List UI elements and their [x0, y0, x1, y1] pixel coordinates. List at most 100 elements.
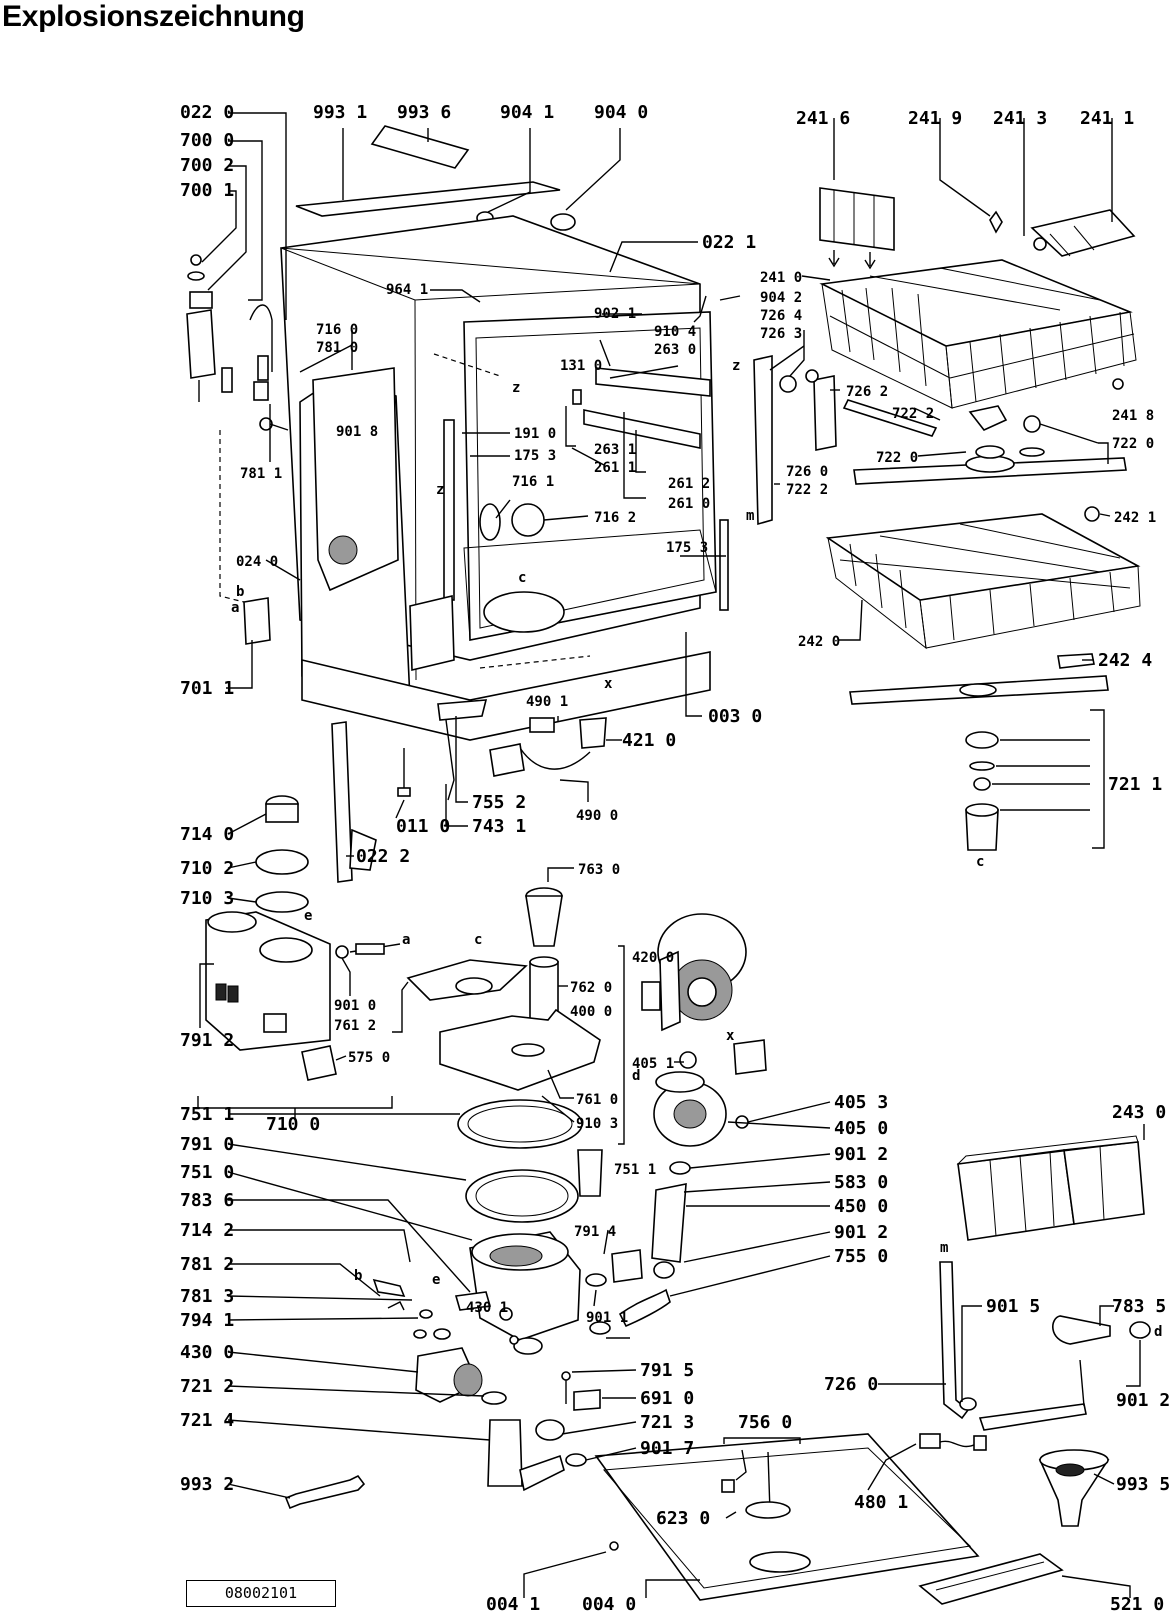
label-191-0: 191 0 — [514, 426, 556, 442]
label-716-1: 716 1 — [512, 474, 554, 490]
wash-arm-hub — [511, 503, 545, 537]
leader-lines — [199, 112, 1145, 1598]
marker-c: c — [976, 854, 984, 870]
label-751-0: 751 0 — [180, 1162, 234, 1183]
label-241-3: 241 3 — [993, 108, 1047, 129]
label-901-2a: 901 2 — [834, 1144, 888, 1165]
drain-elbow — [487, 1419, 523, 1487]
pressure-switch — [611, 1249, 643, 1283]
drain-connector — [1052, 1315, 1111, 1345]
label-714-2: 714 2 — [180, 1220, 234, 1241]
label-421-0: 421 0 — [622, 730, 676, 751]
cutlery-insert — [1030, 209, 1136, 257]
label-781-1: 781 1 — [240, 466, 282, 482]
marker-e: e — [432, 1272, 440, 1288]
insulation-mat — [312, 367, 399, 592]
label-701-1: 701 1 — [180, 678, 234, 699]
label-901-8: 901 8 — [336, 424, 378, 440]
side-rail — [753, 355, 773, 526]
coarse-filter — [529, 961, 559, 1021]
label-022-2: 022 2 — [356, 846, 410, 867]
label-623-0: 623 0 — [656, 1508, 710, 1529]
cable-clamp — [437, 699, 488, 721]
page-title: Explosionszeichnung — [2, 0, 305, 33]
sump-seal — [457, 1099, 583, 1149]
label-241-1: 241 1 — [1080, 108, 1134, 129]
spring-b — [257, 355, 269, 381]
label-242-1: 242 1 — [1114, 510, 1156, 526]
label-004-1: 004 1 — [486, 1594, 540, 1614]
float-switch — [745, 1501, 791, 1519]
label-480-1: 480 1 — [854, 1492, 908, 1513]
label-721-4: 721 4 — [180, 1410, 234, 1431]
lower-basket — [825, 513, 1141, 601]
marker-c: c — [518, 570, 526, 586]
label-901-2c: 901 2 — [1116, 1390, 1170, 1411]
label-721-1: 721 1 — [1108, 774, 1162, 795]
label-405-3: 405 3 — [834, 1092, 888, 1113]
label-722-0a: 722 0 — [1112, 436, 1154, 452]
label-700-1: 700 1 — [180, 180, 234, 201]
label-904-0: 904 0 — [594, 102, 648, 123]
marker-z: z — [436, 482, 444, 498]
label-521-0: 521 0 — [1110, 1594, 1164, 1614]
label-726-0b: 726 0 — [824, 1374, 878, 1395]
label-794-1: 794 1 — [180, 1310, 234, 1331]
dishwasher-tub-assembly — [186, 125, 729, 883]
label-430-0: 430 0 — [180, 1342, 234, 1363]
label-261-2: 261 2 — [668, 476, 710, 492]
inlet-port — [479, 503, 501, 541]
label-726-0: 726 0 — [786, 464, 828, 480]
label-781-3: 781 3 — [180, 1286, 234, 1307]
label-011-0: 011 0 — [396, 816, 450, 837]
filler-ring — [255, 849, 309, 875]
label-242-0: 242 0 — [798, 634, 840, 650]
marker-x: x — [604, 676, 613, 692]
basket-assembly — [753, 187, 1141, 851]
marker-c: c — [474, 932, 482, 948]
label-902-1: 902 1 — [594, 306, 636, 322]
label-904-2: 904 2 — [760, 290, 802, 306]
basket-clip — [989, 210, 1003, 234]
label-910-3: 910 3 — [576, 1116, 618, 1132]
label-710-2: 710 2 — [180, 858, 234, 879]
base-assembly — [594, 1433, 1064, 1605]
label-726-3: 726 3 — [760, 326, 802, 342]
capacitor — [641, 981, 661, 1011]
connection-markers: a b z z z c x m c c e a d x b e m d — [231, 358, 1162, 1340]
label-716-0: 716 0 — [316, 322, 358, 338]
marker-a: a — [402, 932, 410, 948]
inlet-hose-spring — [372, 1278, 406, 1298]
marker-a: a — [231, 600, 239, 616]
label-791-5: 791 5 — [640, 1360, 694, 1381]
insulation-strip — [370, 125, 470, 169]
label-783-5: 783 5 — [1112, 1296, 1166, 1317]
label-761-0: 761 0 — [576, 1092, 618, 1108]
vent-grid — [328, 535, 358, 565]
label-710-0: 710 0 — [266, 1114, 320, 1135]
label-490-1: 490 1 — [526, 694, 568, 710]
label-763-0: 763 0 — [578, 862, 620, 878]
level-tube — [577, 1149, 603, 1197]
label-450-0: 450 0 — [834, 1196, 888, 1217]
mains-filter — [579, 717, 607, 749]
label-420-0: 420 0 — [632, 950, 674, 966]
rail-bar — [842, 399, 938, 437]
label-430-1: 430 1 — [466, 1300, 508, 1316]
label-583-0: 583 0 — [834, 1172, 888, 1193]
label-400-0: 400 0 — [570, 1004, 612, 1020]
label-405-0: 405 0 — [834, 1118, 888, 1139]
label-242-4: 242 4 — [1098, 650, 1152, 671]
label-751-1b: 751 1 — [614, 1162, 656, 1178]
drain-hose — [978, 1403, 1087, 1431]
side-seal-left — [443, 419, 455, 601]
water-softener-assembly — [197, 795, 401, 1118]
label-722-0b: 722 0 — [876, 450, 918, 466]
upper-basket — [819, 259, 1133, 347]
label-722-2b: 722 2 — [786, 482, 828, 498]
document-number: 08002101 — [186, 1580, 336, 1607]
plug-large — [550, 213, 576, 231]
label-751-1a: 751 1 — [180, 1104, 234, 1125]
marker-b: b — [236, 584, 244, 600]
label-261-1: 261 1 — [594, 460, 636, 476]
